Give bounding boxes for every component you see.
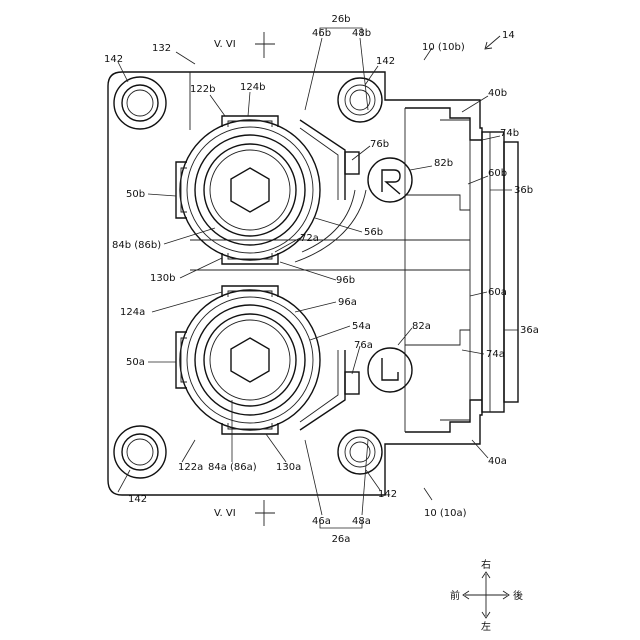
label-26a: 26a bbox=[332, 534, 351, 545]
label-132: 132 bbox=[152, 43, 171, 54]
label-82b: 82b bbox=[434, 158, 453, 169]
label-54a: 54a bbox=[352, 321, 371, 332]
label-122a: 122a bbox=[178, 462, 203, 473]
label-fig-ref-bottom: V. VI bbox=[214, 508, 236, 519]
label-48a: 48a bbox=[352, 516, 371, 527]
label-84b: 84b (86b) bbox=[112, 240, 161, 251]
label-36b: 36b bbox=[514, 185, 533, 196]
actuator-lower bbox=[176, 286, 359, 434]
actuator-upper bbox=[176, 116, 366, 264]
label-fig-ref-top: V. VI bbox=[214, 39, 236, 50]
label-142-tl: 142 bbox=[104, 54, 123, 65]
label-122b: 122b bbox=[190, 84, 215, 95]
label-130b: 130b bbox=[150, 273, 175, 284]
labels: V. VI V. VI 14 10 (10b) 10 (10a) 132 142… bbox=[104, 14, 539, 545]
label-142-tr: 142 bbox=[376, 56, 395, 67]
label-72a: 72a bbox=[300, 233, 319, 244]
direction-indicator bbox=[463, 572, 509, 618]
label-96a: 96a bbox=[338, 297, 357, 308]
section-marker-bottom bbox=[255, 500, 275, 526]
label-10b: 10 (10b) bbox=[422, 42, 465, 53]
label-60a: 60a bbox=[488, 287, 507, 298]
leader-lines bbox=[118, 28, 518, 528]
label-40b: 40b bbox=[488, 88, 507, 99]
label-84a: 84a (86a) bbox=[208, 462, 257, 473]
label-76b: 76b bbox=[370, 139, 389, 150]
label-60b: 60b bbox=[488, 168, 507, 179]
label-48b: 48b bbox=[352, 28, 371, 39]
label-124a: 124a bbox=[120, 307, 145, 318]
label-74b: 74b bbox=[500, 128, 519, 139]
corner-boss-bottom-right bbox=[338, 430, 382, 474]
label-124b: 124b bbox=[240, 82, 265, 93]
label-142-bl: 142 bbox=[128, 494, 147, 505]
label-14: 14 bbox=[502, 30, 515, 41]
direction-right-label: 後 bbox=[513, 589, 523, 602]
label-142-br: 142 bbox=[378, 489, 397, 500]
label-76a: 76a bbox=[354, 340, 373, 351]
label-36a: 36a bbox=[520, 325, 539, 336]
direction-left-label: 前 bbox=[450, 589, 460, 602]
label-130a: 130a bbox=[276, 462, 301, 473]
corner-boss-top-right bbox=[338, 78, 382, 122]
corner-boss-bottom-left bbox=[114, 426, 166, 478]
label-40a: 40a bbox=[488, 456, 507, 467]
label-96b: 96b bbox=[336, 275, 355, 286]
label-82a: 82a bbox=[412, 321, 431, 332]
label-56b: 56b bbox=[364, 227, 383, 238]
label-50a: 50a bbox=[126, 357, 145, 368]
corner-boss-top-left bbox=[114, 77, 166, 129]
label-26b: 26b bbox=[331, 14, 350, 25]
section-marker-top bbox=[255, 32, 275, 58]
label-46a: 46a bbox=[312, 516, 331, 527]
direction-labels: 右 左 前 後 bbox=[450, 558, 523, 633]
direction-down-label: 左 bbox=[481, 620, 491, 633]
label-46b: 46b bbox=[312, 28, 331, 39]
label-50b: 50b bbox=[126, 189, 145, 200]
label-74a: 74a bbox=[486, 349, 505, 360]
arrow-14 bbox=[485, 36, 500, 49]
direction-up-label: 右 bbox=[481, 558, 491, 571]
label-10a: 10 (10a) bbox=[424, 508, 467, 519]
